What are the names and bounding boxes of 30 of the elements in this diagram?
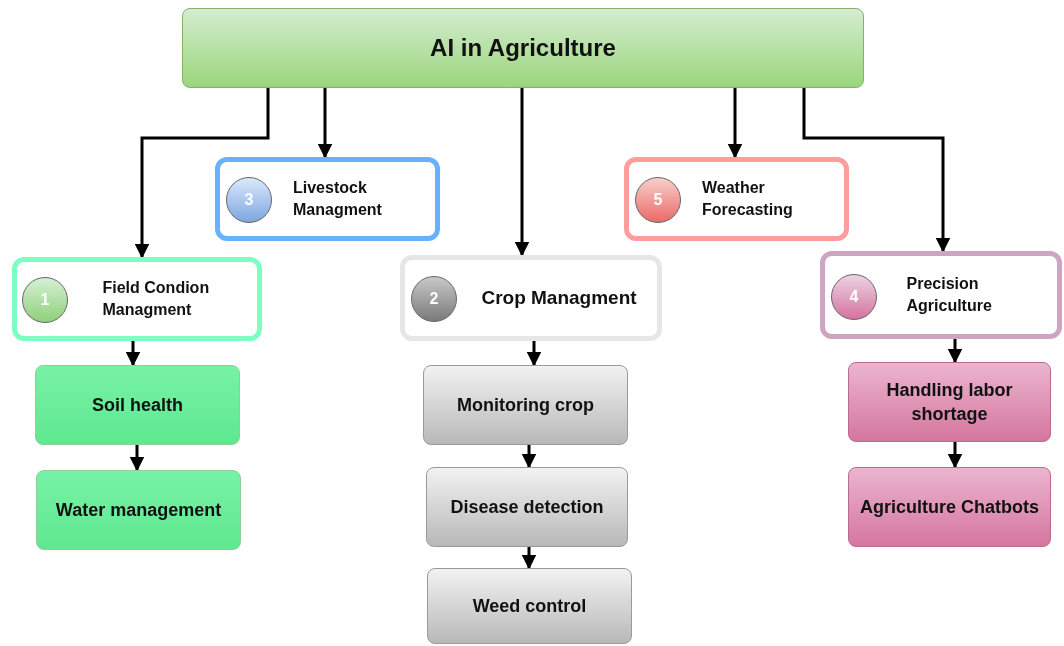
- arrow: [514, 88, 530, 257]
- subtopic-box: Monitoring crop: [423, 365, 628, 445]
- subtopic-box: Disease detection: [426, 467, 628, 547]
- arrow: [727, 88, 743, 159]
- subtopic-box: Handling labor shortage: [848, 362, 1051, 442]
- category-box: [820, 251, 1062, 339]
- category-label: Livestock Managment: [292, 177, 383, 220]
- arrow: [317, 88, 333, 159]
- arrow: [134, 88, 270, 259]
- arrow: [802, 88, 951, 253]
- category-box: [624, 157, 849, 241]
- arrow: [521, 445, 537, 469]
- arrow: [129, 445, 145, 472]
- arrow: [947, 442, 963, 469]
- title-box: AI in Agriculture: [182, 8, 864, 88]
- subtopic-box: Soil health: [35, 365, 240, 445]
- category-label: Field Condion Managment: [101, 277, 211, 320]
- category-label: Precision Agriculture: [905, 273, 993, 316]
- category-label: Weather Forecasting: [701, 177, 794, 220]
- arrow: [125, 341, 141, 367]
- subtopic-box: Water management: [36, 470, 241, 550]
- subtopic-box: Weed control: [427, 568, 632, 644]
- arrow: [947, 339, 963, 364]
- category-box: [400, 255, 662, 341]
- category-box: [215, 157, 440, 241]
- arrow: [526, 341, 542, 367]
- arrow: [521, 547, 537, 570]
- category-label: Crop Managment: [480, 285, 638, 310]
- category-box: [12, 257, 262, 341]
- subtopic-box: Agriculture Chatbots: [848, 467, 1051, 547]
